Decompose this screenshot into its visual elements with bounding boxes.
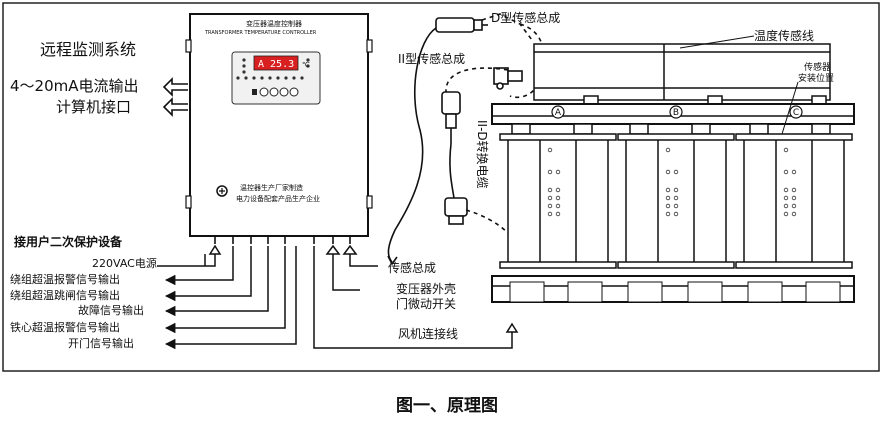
sensor-assembly-label: 传感总成 (388, 261, 437, 275)
coil-hole (555, 211, 561, 217)
winding-trip-label: 绕组超温跳闸信号输出 (10, 289, 120, 302)
power-220-label: 220VAC电源 (92, 257, 157, 270)
transformer (491, 35, 855, 303)
panel-indicator-leds (236, 58, 310, 80)
led-display (253, 55, 299, 71)
controller-footer-2: 电力设备配套产品生产企业 (236, 195, 320, 203)
phase-b-marker (669, 105, 683, 119)
mount-position-label-2: 安装位置 (798, 74, 835, 84)
phase-labels: A B C (555, 108, 799, 118)
coil-hole (783, 203, 789, 209)
computer-interface-label: 计算机接口 (56, 98, 132, 116)
computer-interface-arrow (162, 97, 188, 117)
user-protection-label: 接用户二次保护设备 (14, 235, 123, 249)
coil-hole (555, 187, 561, 193)
coil-hole (547, 147, 553, 153)
core-alarm-label: 铁心超温报警信号输出 (10, 321, 120, 334)
coil-hole (783, 195, 789, 201)
coil-a (499, 133, 617, 269)
panel-buttons (252, 87, 299, 97)
coil-hole (665, 195, 671, 201)
coil-hole (547, 195, 553, 201)
left-output-arrows (162, 77, 188, 117)
phase-a-marker (551, 105, 565, 119)
current-output-label: 4～20mA电流输出 (10, 77, 139, 95)
fan-cable-label: 风机连接线 (398, 327, 459, 341)
remote-current-arrow (162, 77, 188, 97)
ii-sensor-label: II型传感总成 (398, 52, 466, 66)
coil-hole (673, 187, 679, 193)
ii-sensor-connector (493, 67, 523, 90)
coil-hole (673, 169, 679, 175)
coil-hole (547, 203, 553, 209)
temp-sensor-line-label: 温度传感线 (754, 29, 815, 43)
remote-system-label: 远程监测系统 (40, 40, 137, 59)
coil-c (735, 133, 853, 269)
door-switch-label-2: 门微动开关 (396, 297, 457, 311)
ii-d-cable (441, 91, 468, 225)
cable-label: II-D转换电缆 (475, 120, 490, 189)
coil-hole (555, 195, 561, 201)
transformer-base (491, 275, 855, 303)
controller-header-1: 变压器温度控制器 (246, 20, 302, 28)
coil-hole (665, 203, 671, 209)
coil-hole (673, 211, 679, 217)
door-open-label: 开门信号输出 (68, 337, 134, 350)
coil-hole (791, 169, 797, 175)
coil-hole (791, 211, 797, 217)
phase-markers (551, 105, 803, 119)
coil-hole (665, 211, 671, 217)
coil-hole (783, 211, 789, 217)
coil-hole (783, 169, 789, 175)
coil-hole (791, 203, 797, 209)
sensor-housing (533, 43, 831, 101)
phase-c-marker (789, 105, 803, 119)
coil-hole (673, 203, 679, 209)
outer-frame (2, 2, 880, 372)
coil-hole (673, 195, 679, 201)
d-sensor-connector (435, 17, 475, 33)
terminal-wiring (157, 244, 519, 350)
door-switch-label-1: 变压器外壳 (396, 282, 457, 296)
coil-hole (547, 211, 553, 217)
phase-c-label: C (793, 108, 799, 118)
phase-a-label: A (555, 108, 562, 118)
coil-dots (547, 147, 797, 217)
coil-hole (783, 187, 789, 193)
coil-hole (665, 169, 671, 175)
coil-hole (791, 187, 797, 193)
coil-hole (555, 169, 561, 175)
coil-hole (555, 203, 561, 209)
base-fans (509, 281, 841, 303)
coil-hole (665, 187, 671, 193)
coil-hole (547, 187, 553, 193)
winding-alarm-label: 绕组超温报警信号输出 (10, 273, 120, 286)
controller-footer-1: 温控器生产厂家制造 (240, 184, 303, 192)
d-sensor-label: D型传感总成 (491, 11, 561, 25)
coil-hole (547, 169, 553, 175)
coil-hole (665, 147, 671, 153)
coil-hole (791, 195, 797, 201)
display-unit: ℃ (302, 61, 310, 69)
coil-b (617, 133, 735, 269)
mount-position-label-1: 传感器 (804, 63, 832, 73)
phase-b-label: B (673, 108, 679, 118)
controller-box (185, 13, 373, 244)
fault-signal-label: 故障信号输出 (78, 304, 144, 317)
controller-header-2: TRANSFORMER TEMPERATURE CONTROLLER (205, 30, 317, 36)
coil-hole (783, 147, 789, 153)
figure-caption: 图一、原理图 (396, 396, 498, 416)
sensor-cables (387, 13, 545, 266)
display-value: A 25.3 (258, 59, 294, 70)
terminal-pins (214, 236, 351, 244)
